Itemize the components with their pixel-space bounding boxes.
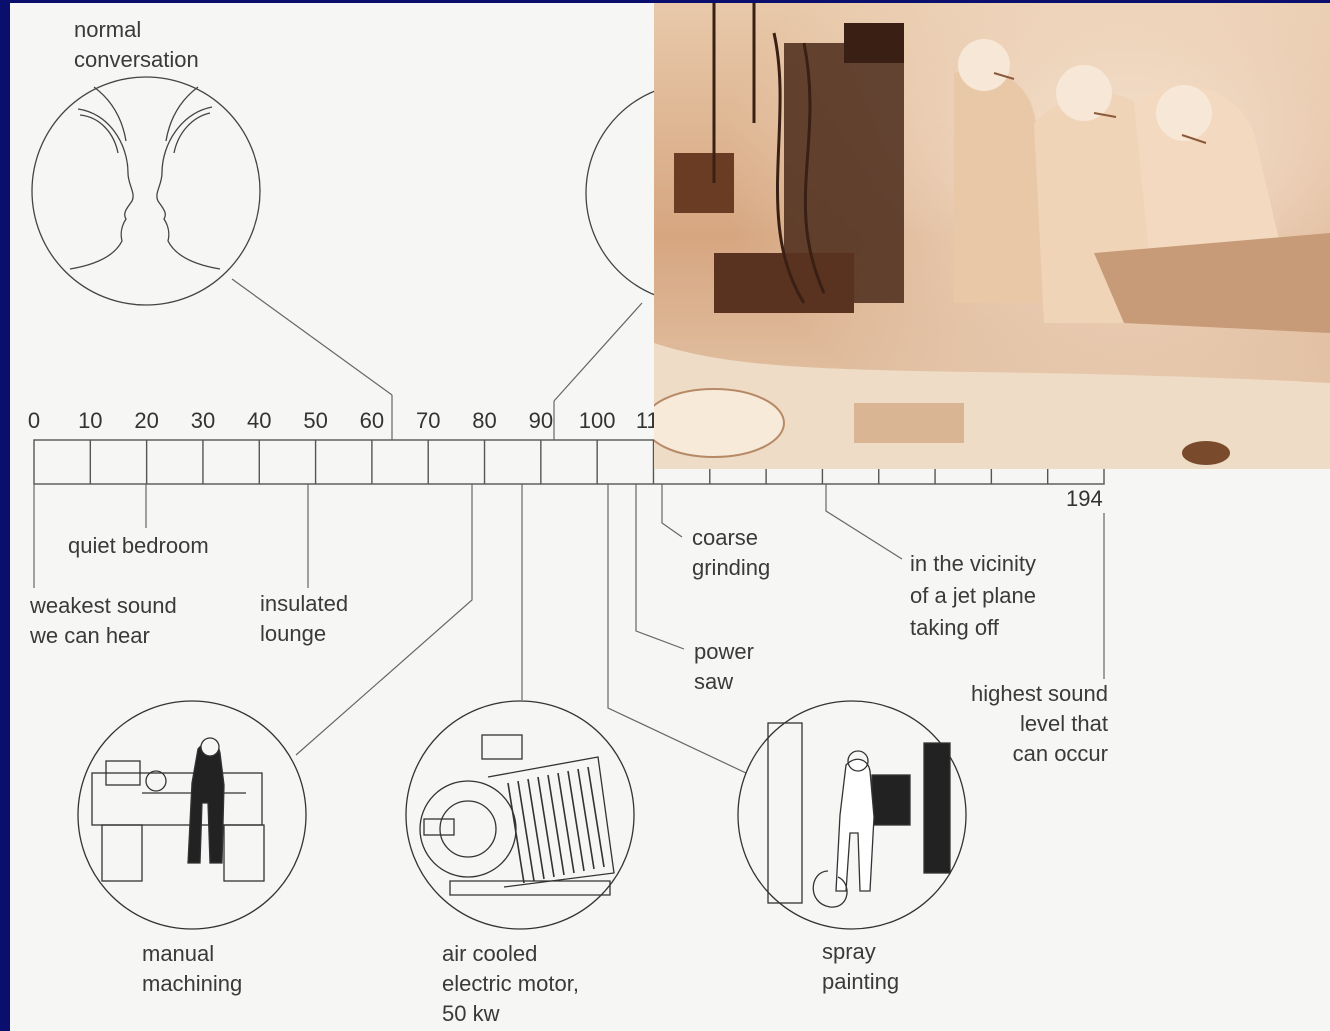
diagram-labels: normal conversation quiet bedroom weakes…	[29, 17, 1108, 1026]
label-jet-plane-2: of a jet plane	[910, 583, 1036, 608]
scale-tick-label: 0	[28, 408, 40, 433]
label-coarse-grinding-1: coarse	[692, 525, 758, 550]
slide: 0102030405060708090100110 194	[10, 3, 1330, 1031]
operating-room-photo	[654, 3, 1330, 469]
lathe-icon	[77, 700, 307, 930]
scale-tick-label: 50	[303, 408, 327, 433]
scale-max-label: 194	[1066, 486, 1103, 511]
scale-tick-label: 40	[247, 408, 271, 433]
label-normal-conversation-2: conversation	[74, 47, 199, 72]
scale-tick-label: 100	[579, 408, 616, 433]
label-jet-plane-3: taking off	[910, 615, 1000, 640]
scale-tick-label: 80	[472, 408, 496, 433]
scale-tick-label: 20	[134, 408, 158, 433]
leader-lines	[33, 278, 1105, 774]
label-coarse-grinding-2: grinding	[692, 555, 770, 580]
scale-tick-labels: 0102030405060708090100110	[28, 408, 671, 433]
label-power-saw-2: saw	[694, 669, 733, 694]
scale-tick-label: 70	[416, 408, 440, 433]
scale-tick-label: 60	[360, 408, 384, 433]
label-spray-painting-1: spray	[822, 939, 876, 964]
label-highest-sound-1: highest sound	[971, 681, 1108, 706]
label-insulated-lounge-2: lounge	[260, 621, 326, 646]
label-electric-motor-3: 50 kw	[442, 1001, 500, 1026]
label-electric-motor-1: air cooled	[442, 941, 537, 966]
label-weakest-sound-1: weakest sound	[29, 593, 177, 618]
label-highest-sound-2: level that	[1020, 711, 1108, 736]
scale-tick-label: 90	[529, 408, 553, 433]
spray-painter-icon	[737, 700, 967, 930]
label-weakest-sound-2: we can hear	[29, 623, 150, 648]
label-highest-sound-3: can occur	[1013, 741, 1108, 766]
decibel-scale-diagram: 0102030405060708090100110 194	[28, 17, 1108, 1026]
label-manual-machining-1: manual	[142, 941, 214, 966]
label-quiet-bedroom: quiet bedroom	[68, 533, 209, 558]
label-power-saw-1: power	[694, 639, 754, 664]
label-manual-machining-2: machining	[142, 971, 242, 996]
scale-tick-label: 30	[191, 408, 215, 433]
label-insulated-lounge-1: insulated	[260, 591, 348, 616]
label-spray-painting-2: painting	[822, 969, 899, 994]
label-normal-conversation-1: normal	[74, 17, 141, 42]
label-electric-motor-2: electric motor,	[442, 971, 579, 996]
electric-motor-icon	[405, 700, 635, 930]
label-jet-plane-1: in the vicinity	[910, 551, 1036, 576]
face-profile-icon	[31, 76, 261, 306]
scale-tick-label: 10	[78, 408, 102, 433]
